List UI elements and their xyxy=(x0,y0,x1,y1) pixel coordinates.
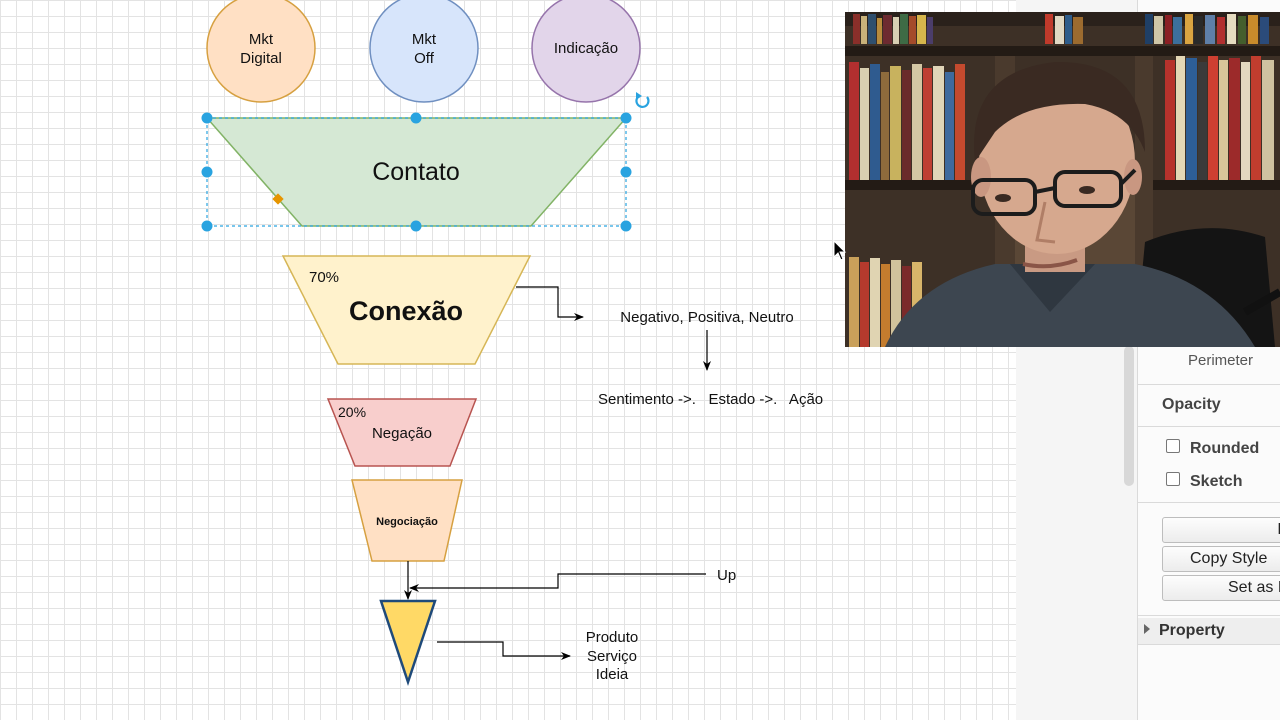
stage-conexao-percent: 70% xyxy=(309,269,339,286)
stage-final[interactable] xyxy=(379,599,437,686)
opacity-label: Opacity xyxy=(1162,396,1221,413)
note-sentiment-types[interactable]: Negativo, Positiva, Neutro xyxy=(620,309,793,326)
note-outcome-servico: Serviço xyxy=(587,648,637,665)
resize-handle[interactable] xyxy=(620,166,632,178)
resize-handle[interactable] xyxy=(201,166,213,178)
source-indicacao[interactable]: Indicação xyxy=(531,0,641,103)
connector-conexao-sentiment[interactable] xyxy=(516,286,584,321)
rounded-label[interactable]: Rounded xyxy=(1190,440,1260,457)
source-mkt-digital-line1: Mkt xyxy=(249,31,274,48)
stage-conexao-label: Conexão xyxy=(349,296,463,326)
perimeter-label[interactable]: Perimeter xyxy=(1188,352,1254,369)
selection-box xyxy=(201,92,650,232)
resize-handle[interactable] xyxy=(201,112,213,124)
note-outcome-ideia: Ideia xyxy=(596,666,629,683)
resize-handle[interactable] xyxy=(410,220,422,232)
stage-contato[interactable]: Contato xyxy=(205,117,628,227)
resize-handle[interactable] xyxy=(620,220,632,232)
divider xyxy=(1138,644,1280,645)
sketch-label[interactable]: Sketch xyxy=(1190,473,1243,490)
sketch-checkbox[interactable] xyxy=(1166,472,1180,486)
resize-handle[interactable] xyxy=(201,220,213,232)
divider xyxy=(1138,502,1280,503)
source-mkt-off-line1: Mkt xyxy=(412,31,437,48)
property-section-header[interactable]: Property xyxy=(1138,618,1280,644)
stage-conexao[interactable]: 70% Conexão xyxy=(281,255,532,365)
note-upsell[interactable]: Up xyxy=(717,567,736,584)
scrollbar[interactable] xyxy=(1124,346,1134,486)
connectors xyxy=(404,286,711,660)
copy-style-button[interactable]: Copy Style xyxy=(1162,546,1280,572)
stage-negacao-label: Negação xyxy=(372,425,432,442)
diagram-svg[interactable]: Mkt Digital Mkt Off Indicação Contato xyxy=(0,0,1016,720)
shape-adjust-handle[interactable] xyxy=(272,193,284,205)
rounded-checkbox[interactable] xyxy=(1166,439,1180,453)
note-flow[interactable]: Sentimento ->. Estado ->. Ação xyxy=(598,391,823,408)
connector-final-outcome[interactable] xyxy=(437,641,571,660)
divider xyxy=(1138,426,1280,427)
stage-negacao-percent: 20% xyxy=(338,404,366,420)
note-outcome-produto: Produto xyxy=(586,629,639,646)
format-panel-content: Perimeter Opacity Rounded Sketch Ed Copy… xyxy=(1138,346,1280,720)
divider xyxy=(1138,615,1280,616)
source-indicacao-label: Indicação xyxy=(554,40,618,57)
rotate-icon[interactable] xyxy=(635,92,650,108)
edit-style-button[interactable]: Ed xyxy=(1162,517,1280,543)
stage-negociacao[interactable]: Negociação xyxy=(351,479,463,562)
connector-up-final[interactable] xyxy=(409,573,706,592)
note-outcomes[interactable]: Produto Serviço Ideia xyxy=(586,629,639,683)
resize-handle[interactable] xyxy=(620,112,632,124)
presenter-video-frame xyxy=(845,12,1280,347)
stage-negociacao-label: Negociação xyxy=(376,516,438,528)
divider xyxy=(1138,384,1280,385)
triangle-right-icon[interactable] xyxy=(1144,624,1150,634)
resize-handle[interactable] xyxy=(410,112,422,124)
source-mkt-digital-line2: Digital xyxy=(240,50,282,67)
property-label: Property xyxy=(1159,622,1225,639)
webcam-video xyxy=(845,12,1280,347)
source-mkt-off-line2: Off xyxy=(414,50,435,67)
stage-negacao[interactable]: 20% Negação xyxy=(326,398,478,467)
source-mkt-off[interactable]: Mkt Off xyxy=(369,0,479,103)
stage-contato-label: Contato xyxy=(372,158,460,186)
source-mkt-digital[interactable]: Mkt Digital xyxy=(206,0,316,103)
mouse-pointer-icon xyxy=(833,240,847,261)
set-as-default-button[interactable]: Set as I xyxy=(1162,575,1280,601)
